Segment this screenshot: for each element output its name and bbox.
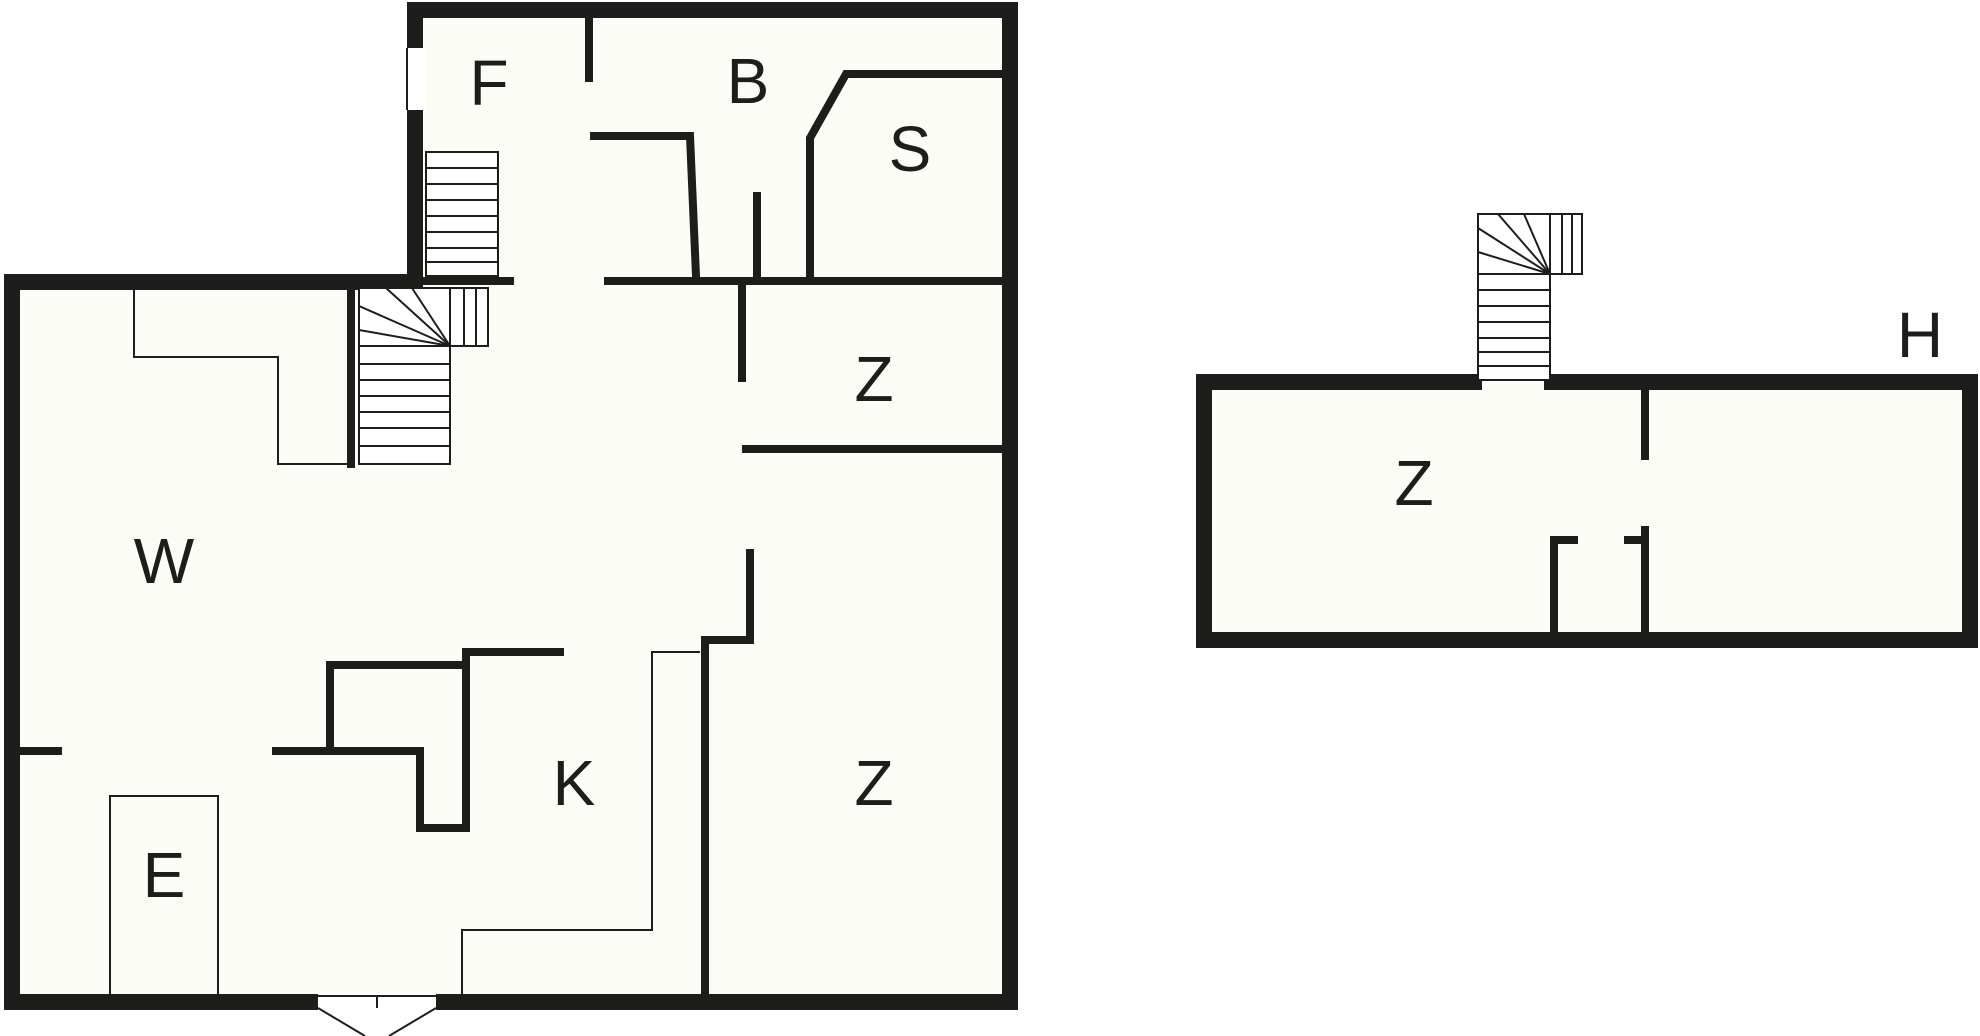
exterior-wall-left — [4, 110, 423, 1010]
room-label-z-small: Z — [854, 343, 893, 415]
ground-floor: F B S Z W K Z E — [4, 2, 1018, 1036]
interior-wall — [701, 549, 754, 1002]
fireplace-outline — [109, 795, 219, 999]
room-label-b: B — [727, 45, 770, 117]
counter-outline — [461, 651, 700, 998]
room-label-f: F — [469, 47, 508, 119]
window — [404, 48, 426, 110]
floor-label-h: H — [1897, 299, 1943, 371]
kitchen-wall — [272, 648, 564, 832]
staircase — [425, 151, 499, 277]
room-label-z-upper: Z — [1394, 447, 1433, 519]
upper-floor-area — [1204, 382, 1970, 640]
closet-wall — [1550, 536, 1578, 636]
door-swing — [388, 1007, 437, 1036]
upper-staircase — [1477, 213, 1583, 381]
room-label-w: W — [134, 525, 195, 597]
storage-wall — [806, 70, 1006, 280]
door-swing — [317, 1007, 366, 1036]
wardrobe-outline — [133, 290, 351, 465]
room-label-z-large: Z — [854, 747, 893, 819]
room-label-s: S — [889, 113, 932, 185]
kitchen-wall — [326, 661, 470, 755]
winding-staircase — [358, 287, 489, 465]
exterior-wall — [1196, 374, 1978, 648]
interior-wall — [590, 132, 701, 281]
exterior-wall — [407, 2, 1018, 1010]
room-label-k: K — [553, 747, 596, 819]
upper-floor: H Z — [1196, 213, 1978, 648]
room-label-e: E — [143, 839, 186, 911]
